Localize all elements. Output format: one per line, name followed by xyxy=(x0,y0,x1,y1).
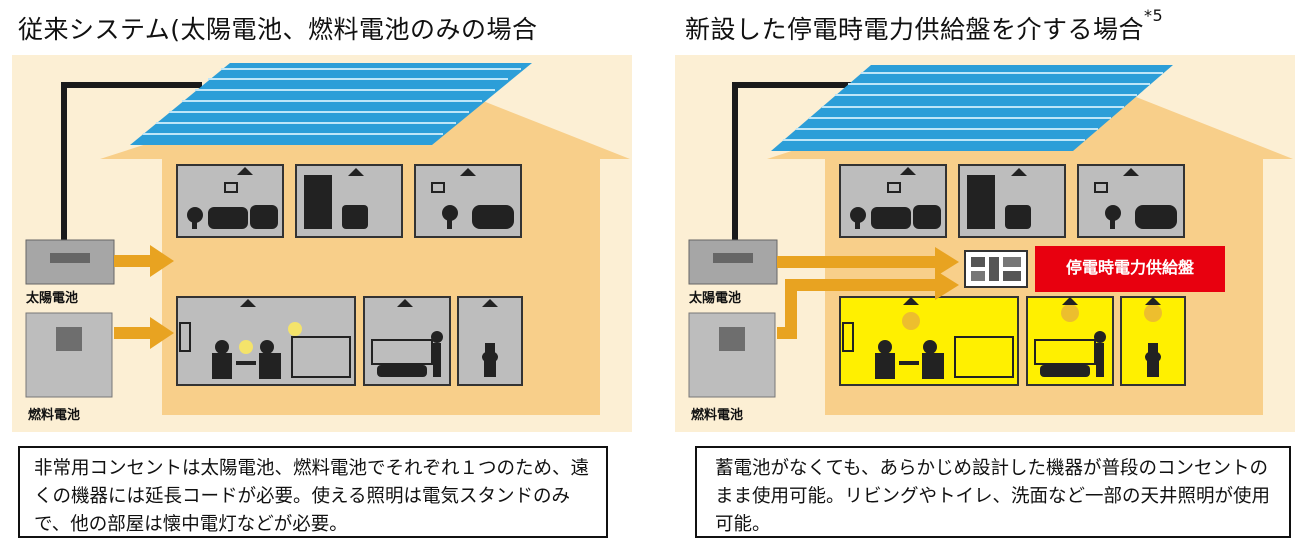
left-solar-label: 太陽電池 xyxy=(26,291,79,306)
distribution-panel-icon xyxy=(964,250,1028,288)
right-title: 新設した停電時電力供給盤を介する場合*5 xyxy=(685,6,1163,46)
right-house-scene: 停電時電力供給盤 太陽電池 燃料電池 xyxy=(675,55,1295,432)
left-fuel-label: 燃料電池 xyxy=(28,408,81,423)
desk-lamp-light xyxy=(239,340,253,354)
solar-battery-icon xyxy=(688,239,778,285)
solar-wire xyxy=(732,82,851,240)
left-caption: 非常用コンセントは太陽電池、燃料電池でそれぞれ１つのため、遠くの機器には延長コー… xyxy=(18,446,608,538)
distribution-panel-label: 停電時電力供給盤 xyxy=(1035,246,1225,292)
fuel-cell-icon xyxy=(688,312,776,398)
left-panel: 従来システム(太陽電池、燃料電池のみの場合 xyxy=(0,0,650,550)
right-panel: 新設した停電時電力供給盤を介する場合*5 xyxy=(665,0,1315,550)
power-arrow-icon xyxy=(114,245,174,349)
right-house-illustration xyxy=(688,65,1293,415)
left-house-illustration xyxy=(25,63,630,415)
solar-battery-icon xyxy=(25,239,115,285)
right-fuel-label: 燃料電池 xyxy=(691,408,744,423)
solar-panel-icon xyxy=(130,63,532,145)
left-title: 従来システム(太陽電池、燃料電池のみの場合 xyxy=(18,15,538,44)
right-title-note: *5 xyxy=(1144,6,1164,25)
solar-wire xyxy=(61,82,202,240)
power-arrow-icon xyxy=(777,247,959,339)
right-title-text: 新設した停電時電力供給盤を介する場合 xyxy=(685,15,1145,44)
left-house-scene: 太陽電池 燃料電池 xyxy=(12,55,632,432)
fuel-cell-icon xyxy=(25,312,113,398)
right-solar-label: 太陽電池 xyxy=(689,291,742,306)
right-caption: 蓄電池がなくても、あらかじめ設計した機器が普段のコンセントのまま使用可能。リビン… xyxy=(695,446,1291,538)
solar-panel-icon xyxy=(771,65,1173,151)
